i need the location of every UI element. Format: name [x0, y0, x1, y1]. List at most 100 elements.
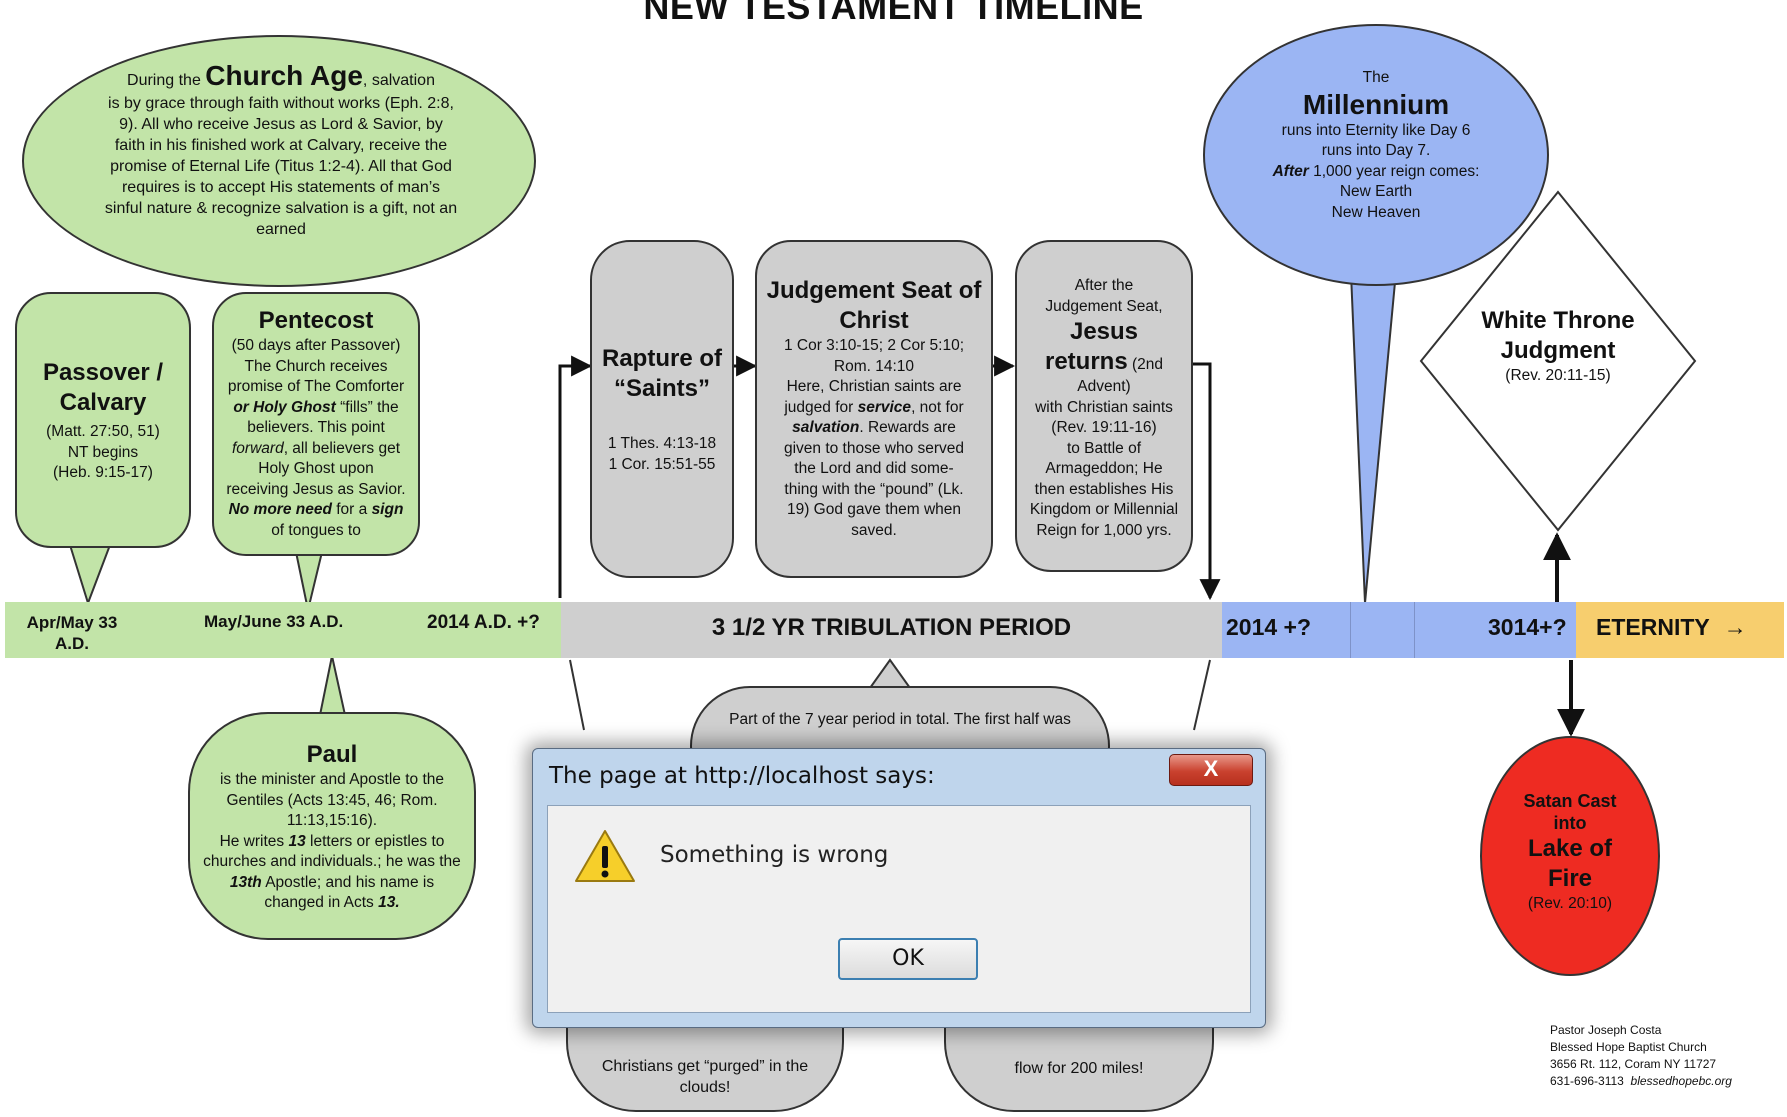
purged-line: clouds!: [679, 1079, 731, 1096]
rapture-heading: Rapture of “Saints”: [602, 345, 722, 402]
judgement-line: service: [857, 398, 912, 416]
paul-line: changed in Acts: [264, 894, 379, 911]
pentecost-line: , all believers get: [283, 439, 400, 457]
millennium-line: After: [1272, 162, 1309, 180]
paul-heading: Paul: [306, 741, 358, 768]
jesus-returns-line: (Rev. 19:11-16): [1051, 419, 1157, 436]
warning-icon: [575, 830, 635, 882]
blood-line: flow for 200 miles!: [1014, 1060, 1144, 1077]
white-throne-text: White Throne Judgment (Rev. 20:11-15): [1470, 306, 1646, 387]
dialog-title: The page at http://localhost says:: [549, 763, 935, 789]
jesus-returns-line: with Christian saints: [1035, 398, 1173, 416]
millennium-line: runs into Eternity like Day 6: [1281, 121, 1471, 139]
rapture-ref: 1 Thes. 4:13-18: [607, 435, 717, 452]
timeline-segment-tribulation: [561, 602, 1222, 658]
judgement-line: judged for: [784, 398, 858, 416]
church-age-line1: , salvation: [362, 72, 435, 89]
millennium-pre: The: [1362, 69, 1390, 86]
timeline-segment-millennium: [1222, 602, 1576, 658]
judgement-line: Here, Christian saints are: [786, 378, 962, 395]
white-throne-ref: (Rev. 20:11-15): [1505, 367, 1611, 384]
timeline-label-eternity: ETERNITY →: [1596, 614, 1747, 641]
credit-url: blessedhopebc.org: [1630, 1074, 1732, 1088]
purged-line: Christians get “purged” in the: [601, 1058, 809, 1075]
millennium-line: 1,000 year reign comes:: [1308, 162, 1480, 180]
timeline-segment-green: [5, 602, 561, 658]
credit-line: 631-696-3113: [1550, 1074, 1624, 1088]
pentecost-line: of tongues to: [271, 521, 361, 539]
millennium-bubble: The Millennium runs into Eternity like D…: [1203, 24, 1549, 286]
paul-bubble: Paul is the minister and Apostle to the …: [188, 712, 476, 940]
jesus-returns-heading: returns: [1044, 348, 1128, 375]
timeline-label-apr-may: Apr/May 33 A.D.: [26, 613, 118, 653]
jesus-returns-line: Reign for 1,000 yrs.: [1036, 521, 1172, 539]
pentecost-line: receiving Jesus as Savior.: [226, 480, 406, 498]
page-title: NEW TESTAMENT TIMELINE: [643, 0, 1144, 27]
credit-line: Blessed Hope Baptist Church: [1550, 1040, 1707, 1054]
jesus-returns-line: Armageddon; He: [1045, 460, 1163, 477]
eternity-label: ETERNITY: [1596, 614, 1710, 640]
tribulation-note-text: Part of the 7 year period in total. The …: [729, 711, 1071, 728]
church-age-pre: During the: [127, 72, 206, 89]
passover-heading: Passover / Calvary: [42, 359, 164, 416]
pentecost-heading: Pentecost: [258, 307, 374, 334]
passover-tail: [68, 544, 112, 607]
dialog-close-button[interactable]: X: [1169, 754, 1253, 786]
timeline-segment-eternity: [1576, 602, 1784, 658]
church-age-body: is by grace through faith without works …: [104, 95, 458, 238]
lake-of-fire-circle: Satan Cast into Lake of Fire (Rev. 20:10…: [1480, 736, 1660, 976]
pentecost-line: promise of The Comforter: [227, 378, 405, 395]
paul-line: 13: [288, 832, 306, 850]
judgement-line: . Rewards are: [859, 419, 956, 436]
timeline-label-may-june: May/June 33 A.D.: [204, 612, 344, 631]
jesus-returns-heading: Jesus: [1069, 318, 1139, 345]
judgement-line: 19) God gave them when: [786, 501, 962, 518]
lake-of-fire-ref: (Rev. 20:10): [1527, 895, 1613, 912]
pentecost-line: believers. This point: [247, 419, 385, 436]
pentecost-line: forward: [232, 439, 284, 457]
pentecost-line: No more need: [228, 501, 332, 518]
paul-line: Gentiles (Acts 13:45, 46; Rom.: [226, 791, 438, 809]
jesus-returns-line: Kingdom or Millennial: [1029, 501, 1179, 518]
white-throne-diamond: [1419, 190, 1697, 532]
judgement-line: salvation: [792, 419, 860, 436]
judgement-line: Rom. 14:10: [833, 357, 915, 375]
lake-of-fire-heading: Fire: [1547, 865, 1592, 892]
jesus-returns-line: (2nd: [1127, 356, 1164, 373]
timeline-label-tribulation: 3 1/2 YR TRIBULATION PERIOD: [711, 614, 1072, 641]
paul-line: is the minister and Apostle to the: [219, 771, 445, 788]
ok-button[interactable]: OK: [838, 938, 978, 980]
judgement-line: given to those who served: [783, 439, 965, 457]
jesus-returns-line: to Battle of: [1066, 439, 1142, 457]
right-arrow-icon: →: [1723, 614, 1747, 640]
timeline-label-2014-plus: 2014 +?: [1226, 614, 1312, 640]
credits: Pastor Joseph Costa Blessed Hope Baptist…: [1550, 1022, 1732, 1090]
paul-line: 13th: [229, 873, 262, 891]
paul-line: churches and individuals.; he was the: [203, 853, 461, 870]
timeline-divider: [1414, 602, 1415, 658]
paul-line: 13.: [378, 894, 400, 911]
white-throne-heading: White Throne Judgment: [1481, 307, 1635, 364]
judgement-seat-heading: Judgement Seat of Christ: [766, 277, 982, 334]
dialog-body: Something is wrong OK: [547, 805, 1251, 1013]
millennium-line: New Heaven: [1331, 203, 1421, 221]
rapture-ref: 1 Cor. 15:51-55: [608, 455, 716, 473]
paul-tail: [318, 655, 347, 716]
pentecost-line: “fills” the: [335, 398, 399, 416]
paul-line: letters or epistles to: [305, 832, 445, 850]
timeline-label-3014: 3014+?: [1488, 614, 1567, 640]
millennium-line: New Earth: [1339, 183, 1413, 200]
rapture-box: Rapture of “Saints” 1 Thes. 4:13-18 1 Co…: [590, 240, 734, 578]
passover-ref2: (Heb. 9:15-17): [53, 464, 153, 481]
credit-line: Pastor Joseph Costa: [1550, 1023, 1662, 1037]
millennium-line: runs into Day 7.: [1321, 142, 1431, 159]
paul-line: He writes: [219, 832, 289, 850]
dialog-message: Something is wrong: [660, 842, 889, 868]
passover-ref: (Matt. 27:50, 51): [46, 423, 160, 440]
jesus-returns-box: After the Judgement Seat, Jesus returns …: [1015, 240, 1193, 572]
judgement-line: , not for: [911, 398, 964, 416]
pentecost-bubble: Pentecost (50 days after Passover) The C…: [212, 292, 420, 556]
judgement-line: saved.: [851, 521, 897, 539]
pentecost-line: sign: [371, 501, 404, 518]
timeline-label-2014: 2014 A.D. +?: [427, 612, 540, 633]
